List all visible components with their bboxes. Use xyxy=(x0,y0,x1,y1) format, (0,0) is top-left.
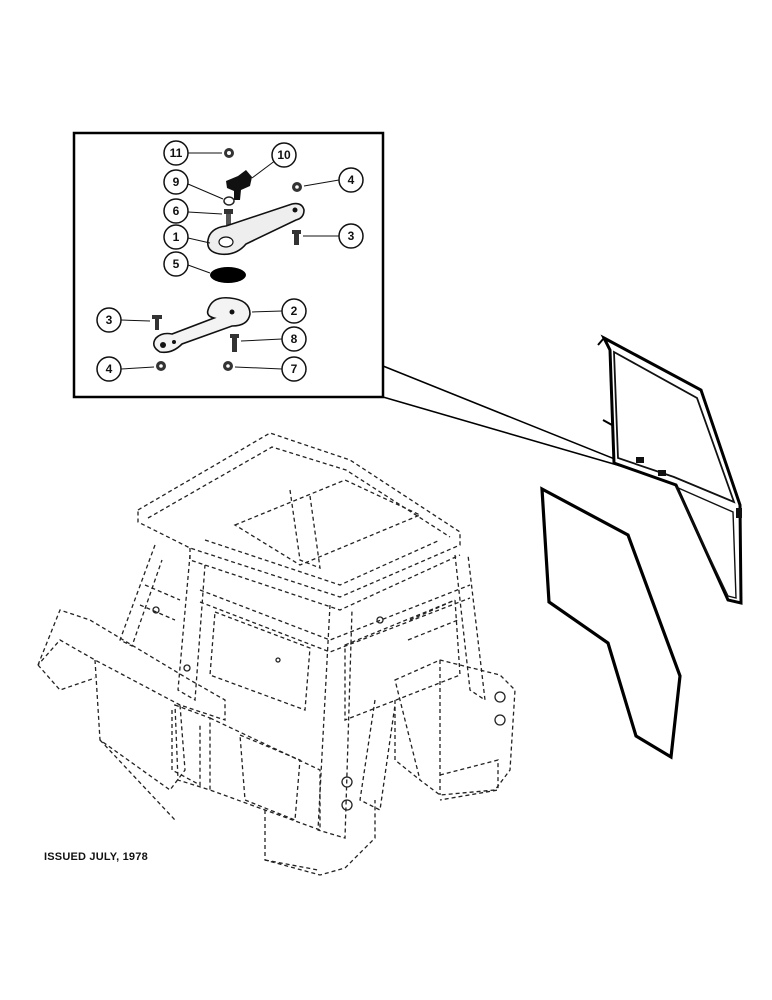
callout-2: 2 xyxy=(281,298,307,324)
callout-10: 10 xyxy=(271,142,297,168)
detail-inset: 11 10 9 6 1 5 4 3 xyxy=(72,131,663,479)
issued-note: ISSUED JULY, 1978 xyxy=(44,851,148,863)
cab-frame xyxy=(37,432,516,876)
part-4-nut-lower xyxy=(156,361,166,371)
cab-hardware xyxy=(152,606,506,811)
callout-5-label: 5 xyxy=(173,257,180,271)
callout-3-upper-label: 3 xyxy=(348,229,355,243)
part-1-upper-arm xyxy=(206,202,305,256)
callout-1-label: 1 xyxy=(173,230,180,244)
part-6-bolt xyxy=(224,209,233,226)
callout-4-upper: 4 xyxy=(338,167,364,193)
callout-7: 7 xyxy=(281,356,307,382)
callout-4-upper-label: 4 xyxy=(348,173,355,187)
door-glass-seal xyxy=(540,486,682,760)
callout-3-lower: 3 xyxy=(96,307,122,333)
part-3-bolt-upper xyxy=(292,230,301,245)
part-8-bolt xyxy=(230,334,239,352)
part-2-lower-arm xyxy=(152,296,251,354)
callout-6: 6 xyxy=(163,198,189,224)
callout-11: 11 xyxy=(163,140,189,166)
callout-8: 8 xyxy=(281,326,307,352)
callout-4-lower-label: 4 xyxy=(106,362,113,376)
part-4-nut-upper xyxy=(292,182,302,192)
callout-5: 5 xyxy=(163,251,189,277)
callout-10-label: 10 xyxy=(277,148,291,162)
part-3-bolt-lower xyxy=(152,315,162,330)
callout-1: 1 xyxy=(163,224,189,250)
part-11-nut xyxy=(224,148,234,158)
cab-door xyxy=(597,334,743,605)
callout-3-lower-label: 3 xyxy=(106,313,113,327)
callout-4-lower: 4 xyxy=(96,356,122,382)
callout-6-label: 6 xyxy=(173,204,180,218)
callout-11-label: 11 xyxy=(170,146,183,160)
callout-9-label: 9 xyxy=(173,175,180,189)
callout-9: 9 xyxy=(163,169,189,195)
callout-7-label: 7 xyxy=(291,362,298,376)
callout-3-upper: 3 xyxy=(338,223,364,249)
part-7-nut xyxy=(223,361,233,371)
callout-2-label: 2 xyxy=(291,304,298,318)
part-5-disc xyxy=(210,267,246,283)
callout-8-label: 8 xyxy=(291,332,298,346)
part-10-knob xyxy=(226,170,252,200)
part-9-washer xyxy=(223,196,235,206)
